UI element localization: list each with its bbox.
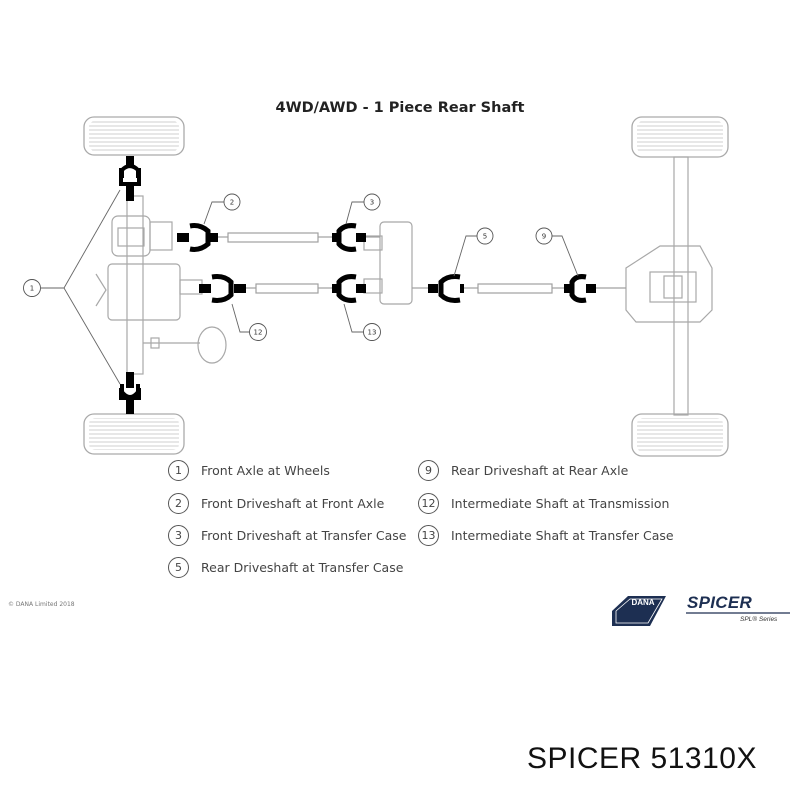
copyright-notice: © DANA Limited 2018 <box>8 601 75 608</box>
legend-item: 2 Front Driveshaft at Front Axle <box>168 493 384 514</box>
legend-number: 12 <box>418 493 439 514</box>
part-number: SPICER 51310X <box>527 742 757 775</box>
legend-item: 9 Rear Driveshaft at Rear Axle <box>418 460 628 481</box>
callout-13 <box>363 323 381 341</box>
legend-text: Rear Driveshaft at Transfer Case <box>201 560 404 575</box>
rear-right-tire <box>631 413 729 457</box>
legend-text: Intermediate Shaft at Transmission <box>451 496 670 511</box>
u-joint-5 <box>428 274 464 303</box>
callout-1 <box>23 279 41 297</box>
front-axle-assembly <box>95 195 227 375</box>
front-left-tire <box>83 116 185 156</box>
callout-2 <box>223 193 241 211</box>
callout-label: 3 <box>370 199 374 207</box>
legend-number: 13 <box>418 525 439 546</box>
callout-5 <box>476 227 494 245</box>
spicer-logo-text: SPICER <box>687 593 753 612</box>
callout-label: 5 <box>483 233 487 241</box>
callout-12 <box>249 323 267 341</box>
callout-label: 2 <box>230 199 234 207</box>
u-joint-13 <box>332 274 366 303</box>
legend-text: Intermediate Shaft at Transfer Case <box>451 528 674 543</box>
callout-label: 12 <box>254 329 263 337</box>
legend-number: 3 <box>168 525 189 546</box>
u-joint-9 <box>564 274 596 303</box>
legend-item: 5 Rear Driveshaft at Transfer Case <box>168 557 403 578</box>
u-joint-3 <box>332 223 366 252</box>
callout-3 <box>363 193 381 211</box>
callout-label: 9 <box>542 233 546 241</box>
spl-series-text: SPL® Series <box>740 616 778 623</box>
legend-text: Rear Driveshaft at Rear Axle <box>451 463 629 478</box>
legend-number: 9 <box>418 460 439 481</box>
callout-label: 13 <box>368 329 377 337</box>
callout-9 <box>535 227 553 245</box>
rear-left-tire <box>631 116 729 158</box>
legend-item: 1 Front Axle at Wheels <box>168 460 330 481</box>
dana-logo <box>612 596 666 626</box>
legend-text: Front Axle at Wheels <box>201 463 330 478</box>
callout-label: 1 <box>30 285 34 293</box>
u-joint-front-axle-top <box>119 156 141 201</box>
legend-item: 3 Front Driveshaft at Transfer Case <box>168 525 406 546</box>
transfer-case <box>363 221 413 305</box>
diagram-title: 4WD/AWD - 1 Piece Rear Shaft <box>275 100 525 116</box>
callout-labels: 1 2 3 5 9 12 13 <box>30 199 546 337</box>
rear-axle-assembly <box>625 156 713 416</box>
legend-item: 12 Intermediate Shaft at Transmission <box>418 493 669 514</box>
copyright-text: DANA Limited 2018 <box>15 601 75 608</box>
u-joint-2 <box>177 223 218 252</box>
u-joint-12 <box>199 274 246 303</box>
legend-number: 5 <box>168 557 189 578</box>
leader-lines <box>41 189 579 385</box>
legend-text: Front Driveshaft at Front Axle <box>201 496 385 511</box>
legend-number: 1 <box>168 460 189 481</box>
legend-item: 13 Intermediate Shaft at Transfer Case <box>418 525 674 546</box>
front-right-tire <box>83 413 185 455</box>
callout-circles <box>23 193 553 341</box>
u-joint-front-axle-bottom <box>119 372 141 414</box>
shafts <box>216 232 626 294</box>
dana-logo-text: DANA <box>631 598 655 607</box>
legend-text: Front Driveshaft at Transfer Case <box>201 528 407 543</box>
legend-number: 2 <box>168 493 189 514</box>
